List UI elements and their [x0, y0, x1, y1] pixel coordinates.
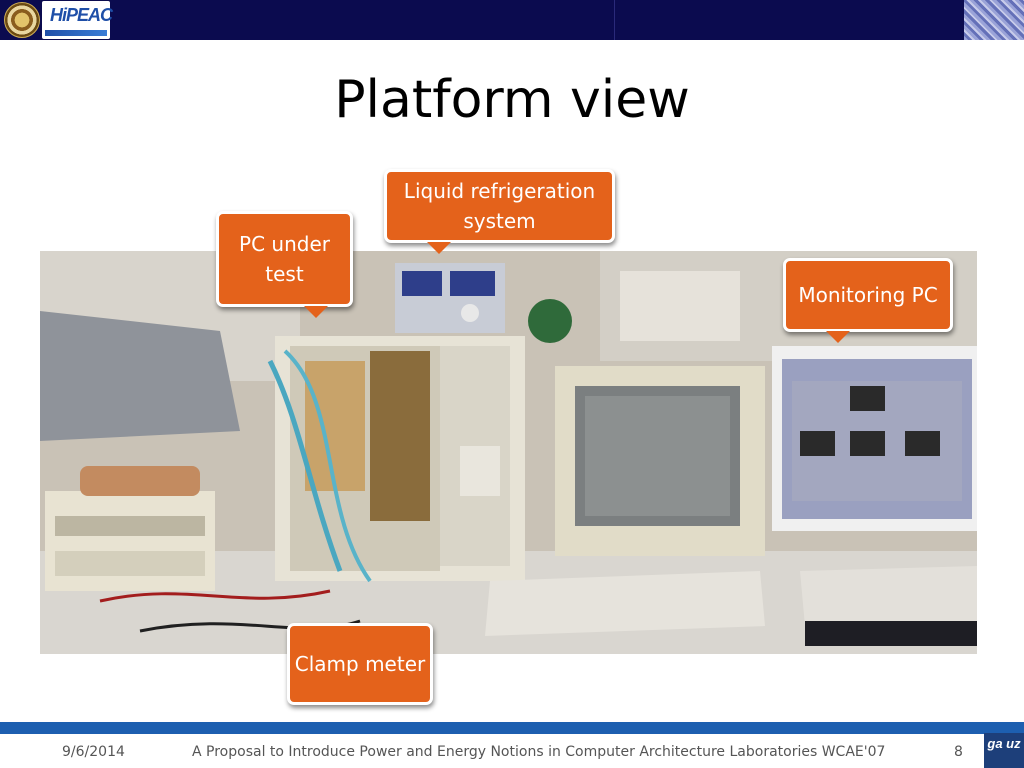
- callout-liquid-refrigeration: Liquid refrigeration system: [384, 169, 615, 254]
- callout-monitoring-pc: Monitoring PC: [783, 258, 953, 343]
- callout-liquid-refrigeration-label: Liquid refrigeration system: [403, 179, 596, 233]
- footer-bar: [0, 722, 1024, 734]
- callout-monitoring-pc-label: Monitoring PC: [798, 283, 938, 307]
- university-seal-logo: [4, 2, 40, 38]
- callout-clamp-meter-label: Clamp meter: [294, 652, 426, 676]
- header-divider: [614, 0, 615, 40]
- footer-caption: A Proposal to Introduce Power and Energy…: [192, 744, 886, 760]
- callout-clamp-meter: Clamp meter: [287, 623, 433, 705]
- gaz-logo: ga uz: [984, 733, 1024, 768]
- slide-title: Platform view: [334, 70, 690, 130]
- callout-pc-under-test-label: PC under test: [239, 232, 330, 286]
- hipeac-logo: HiPEAC: [42, 1, 113, 39]
- hipeac-logo-text: HiPEAC: [50, 5, 113, 25]
- page-number: 8: [954, 744, 963, 760]
- header-texture-image: [964, 0, 1024, 40]
- footer-date: 9/6/2014: [62, 744, 125, 760]
- callout-pc-under-test: PC under test: [216, 211, 353, 318]
- header-bar: HiPEAC: [0, 0, 1024, 40]
